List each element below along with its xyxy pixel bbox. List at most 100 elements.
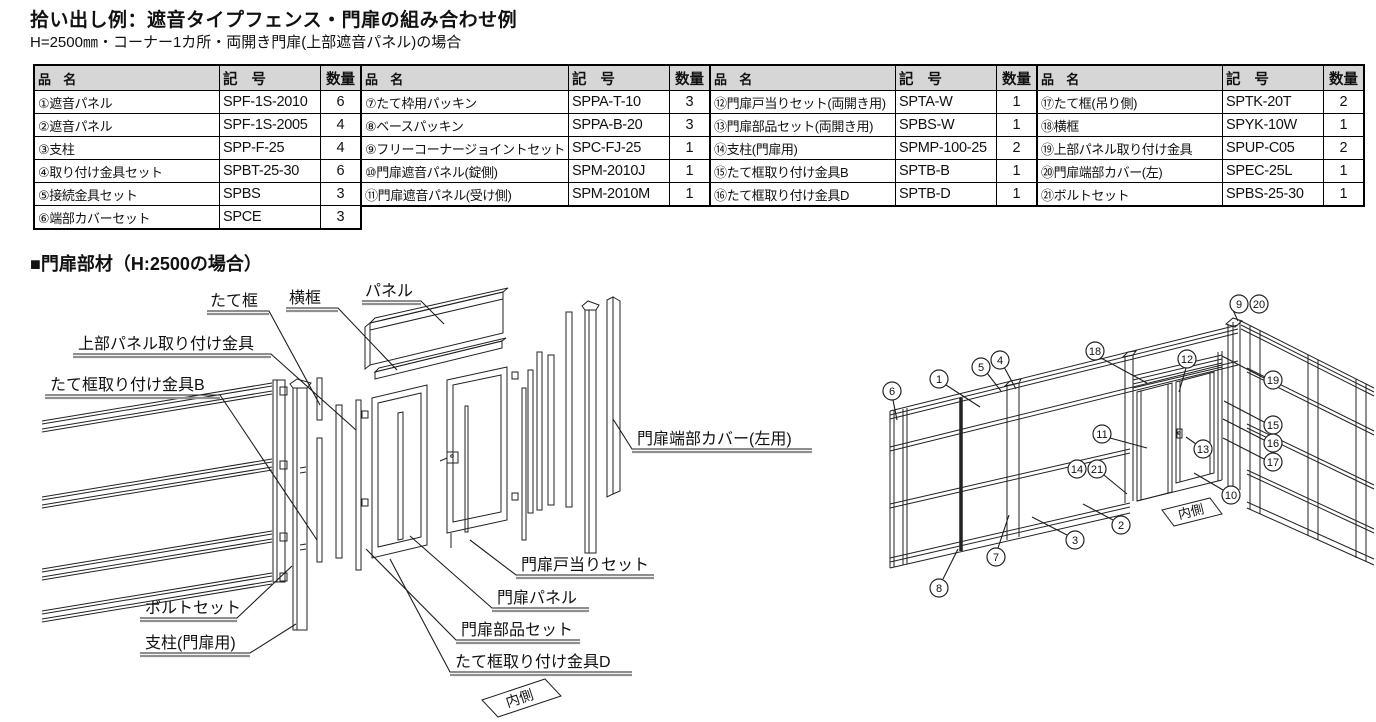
- svg-text:13: 13: [1197, 444, 1209, 456]
- right-wall: [1240, 320, 1375, 566]
- cell-name: ②遮音パネル: [33, 113, 220, 137]
- door-leaf-left: [1136, 382, 1173, 502]
- label-panel: パネル: [365, 282, 413, 300]
- callout-10: 10: [1221, 485, 1241, 505]
- col-header-qty: 数量: [320, 64, 362, 91]
- cell-name: ⑬門扉部品セット(両開き用): [709, 113, 896, 137]
- cell-name: ⑯たて框取り付け金具D: [709, 182, 896, 207]
- callout-11: 11: [1092, 424, 1112, 444]
- assembled-fence-diagram: 内側 6 1 5 4: [882, 294, 1375, 598]
- cell-code: SPTA-W: [895, 90, 997, 114]
- cell-name: ⑭支柱(門扉用): [709, 136, 896, 160]
- cell-name: ⑰たて框(吊り側): [1036, 90, 1223, 114]
- left-wall: [889, 324, 1239, 569]
- svg-text:17: 17: [1267, 457, 1279, 469]
- cell-code: SPTK-20T: [1222, 90, 1324, 114]
- callout-1: 1: [929, 369, 949, 389]
- callout-17: 17: [1263, 452, 1283, 472]
- cell-name: ①遮音パネル: [33, 90, 220, 114]
- cell-name: ㉑ボルトセット: [1036, 182, 1223, 207]
- cell-name: ⑮たて框取り付け金具B: [709, 159, 896, 183]
- cell-code: SPTB-D: [895, 182, 997, 207]
- svg-text:21: 21: [1091, 464, 1103, 476]
- callout-16: 16: [1263, 433, 1283, 453]
- label-tateku-bracket-d: たて框取り付け金具D: [455, 653, 611, 671]
- cell-code: SPEC-25L: [1222, 159, 1324, 183]
- cell-code: SPC-FJ-25: [568, 136, 670, 160]
- cell-name: ⑳門扉端部カバー(左): [1036, 159, 1223, 183]
- lock-handle: [446, 451, 459, 464]
- svg-text:6: 6: [889, 386, 895, 398]
- vertical-stiles: [316, 377, 369, 571]
- svg-text:12: 12: [1181, 354, 1193, 366]
- cell-name: ⑨フリーコーナージョイントセット: [360, 136, 569, 160]
- cell-qty: 1: [669, 136, 711, 160]
- col-header-code: 記 号: [895, 64, 997, 91]
- cell-qty: 1: [996, 113, 1038, 137]
- page-title: 拾い出し例：遮音タイプフェンス・門扉の組み合わせ例: [30, 10, 518, 31]
- cell-qty: 1: [669, 159, 711, 183]
- cell-name: ⑧ベースパッキン: [360, 113, 569, 137]
- section-title: ■門扉部材（H:2500の場合）: [30, 254, 262, 274]
- cell-qty: 3: [669, 113, 711, 137]
- cell-code: SPYK-10W: [1222, 113, 1324, 137]
- cell-code: SPMP-100-25: [895, 136, 997, 160]
- gate-area: [1121, 350, 1223, 503]
- label-bolt-set: ボルトセット: [145, 599, 241, 617]
- inside-stamp-left: 内側: [481, 678, 562, 718]
- door-leaf-right: [1175, 371, 1215, 484]
- table-header-row: 品 名 記 号 数量: [1036, 64, 1365, 91]
- label-post-gate: 支柱(門扉用): [145, 634, 236, 652]
- cell-qty: 1: [669, 182, 711, 207]
- right-door-leaf: [439, 366, 508, 548]
- cell-code: SPBS-25-30: [1222, 182, 1324, 207]
- col-header-qty: 数量: [669, 64, 711, 91]
- left-diagram-labels: たて框 横框 パネル 上部パネル取り付け金具 たて框取り付け金具B 門扉端部カバ…: [45, 282, 812, 677]
- corner-assembly: [1217, 317, 1243, 490]
- cell-qty: 6: [320, 159, 362, 183]
- cell-name: ⑪門扉遮音パネル(受け側): [360, 182, 569, 207]
- cell-code: SPF-1S-2005: [219, 113, 321, 137]
- col-header-qty: 数量: [996, 64, 1038, 91]
- callout-5: 5: [971, 357, 991, 377]
- right-side-bars: [511, 296, 621, 554]
- label-tateku: たて框: [210, 292, 258, 310]
- cell-name: ⑥端部カバーセット: [33, 205, 220, 230]
- cell-code: SPBS-W: [895, 113, 997, 137]
- top-panel-part: [364, 287, 509, 371]
- cell-code: SPF-1S-2010: [219, 90, 321, 114]
- label-door-stop-set: 門扉戸当りセット: [521, 556, 649, 574]
- label-door-panel: 門扉パネル: [497, 589, 577, 607]
- callout-6: 6: [882, 381, 902, 401]
- cell-qty: 3: [320, 205, 362, 230]
- callouts: 6 1 5 4 18 12 9 20 19 11 13 15 16 17 14 …: [882, 294, 1283, 598]
- label-end-cover-left: 門扉端部カバー(左用): [637, 430, 792, 448]
- col-header-code: 記 号: [219, 64, 321, 91]
- exploded-gate-diagram: たて框 横框 パネル 上部パネル取り付け金具 たて框取り付け金具B 門扉端部カバ…: [41, 282, 812, 718]
- callout-18: 18: [1085, 341, 1105, 361]
- cell-qty: 1: [996, 182, 1038, 207]
- left-door-leaf: [371, 384, 428, 559]
- cell-qty: 1: [996, 90, 1038, 114]
- callout-2: 2: [1111, 515, 1131, 535]
- callout-20: 20: [1249, 294, 1269, 314]
- cell-qty: 1: [996, 159, 1038, 183]
- callout-7: 7: [986, 547, 1006, 567]
- callout-19: 19: [1263, 370, 1283, 390]
- callout-4: 4: [990, 350, 1010, 370]
- cell-code: SPCE: [219, 205, 321, 230]
- svg-text:9: 9: [1236, 299, 1242, 311]
- fence-fragment: [41, 379, 288, 623]
- callout-3: 3: [1065, 530, 1085, 550]
